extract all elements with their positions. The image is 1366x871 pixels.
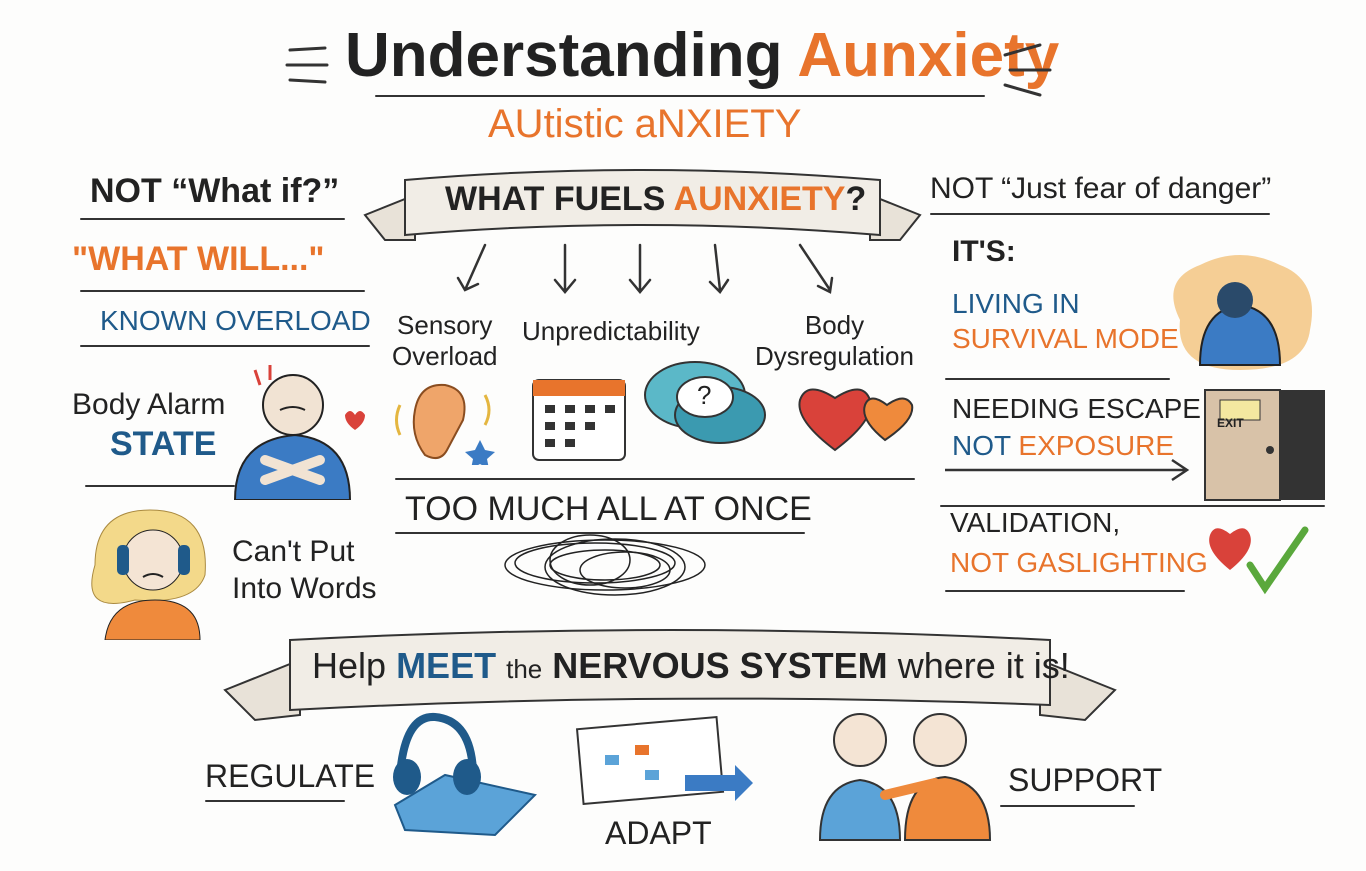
support-label: SUPPORT <box>1008 762 1163 798</box>
what-will-text: "WHAT WILL..." <box>72 240 325 278</box>
fuel-label: Overload <box>392 341 498 371</box>
needing-escape-text: NEEDING ESCAPE <box>952 393 1201 424</box>
calendar-icon <box>532 379 626 461</box>
emphasis-marks-right-icon <box>1003 43 1052 97</box>
meet-nervous-system-title: Help MEET the NERVOUS SYSTEM where it is… <box>312 645 1070 687</box>
fuel-body-dysregulation: Body Dysregulation <box>755 310 914 372</box>
not-gaslighting-text: NOT GASLIGHTING <box>950 547 1208 578</box>
banner-meet: MEET <box>396 645 497 686</box>
divider <box>945 590 1185 592</box>
meet-nervous-system-banner <box>223 629 1117 722</box>
fuel-label: Sensory <box>397 310 493 340</box>
cant-put-text: Can't Put <box>232 535 355 568</box>
fuel-unpredictability: Unpredictability <box>522 316 700 346</box>
calendar-arrow-icon <box>575 715 753 805</box>
into-words-text: Into Words <box>232 572 377 605</box>
too-much-text: TOO MUCH ALL AT ONCE <box>405 490 812 528</box>
title: Understanding Aunxiety <box>345 20 1059 91</box>
divider <box>940 505 1325 507</box>
headphones-blanket-icon <box>393 712 537 837</box>
not-exposure-text: NOT EXPOSURE <box>952 430 1174 462</box>
banner-help: Help <box>312 645 387 686</box>
divider <box>85 485 235 487</box>
divider <box>945 378 1170 380</box>
divider <box>395 478 915 480</box>
person-huddled-icon <box>1173 255 1312 370</box>
title-underline <box>375 95 985 97</box>
what-fuels-q: ? <box>845 180 867 218</box>
heart-checkmark-icon <box>1209 526 1309 595</box>
scribble-tangle-icon <box>504 534 706 596</box>
person-body-alarm-icon <box>233 365 365 500</box>
not-what-if-text: NOT “What if?” <box>90 172 340 210</box>
body-alarm-text: Body Alarm <box>72 388 226 421</box>
fuel-label: Body <box>804 310 865 340</box>
known-overload-text: KNOWN OVERLOAD <box>100 305 371 336</box>
its-text: IT'S: <box>952 235 1016 268</box>
arrow-right-icon <box>945 458 1190 482</box>
title-part1: Understanding <box>345 21 783 90</box>
what-fuels-title: WHAT FUELS AUNXIETY? <box>445 180 866 219</box>
banner-nervous-system: NERVOUS SYSTEM <box>552 645 888 686</box>
exit-sign-text: EXIT <box>1217 416 1244 430</box>
question-mark: ? <box>697 380 712 410</box>
regulate-label: REGULATE <box>205 758 376 794</box>
state-text: STATE <box>110 425 217 463</box>
divider <box>930 213 1270 215</box>
survival-mode-text: SURVIVAL MODE <box>952 323 1179 354</box>
what-fuels-part1: WHAT FUELS <box>445 180 666 218</box>
living-in-text: LIVING IN <box>952 288 1080 319</box>
fuel-sensory: Sensory Overload <box>392 310 498 372</box>
divider <box>80 345 370 347</box>
child-headphones-icon <box>91 509 206 640</box>
exit-door-icon <box>1204 389 1325 501</box>
hearts-icon <box>798 388 914 452</box>
what-fuels-part2: AUNXIETY <box>673 180 846 218</box>
fuel-label: Dysregulation <box>755 341 914 371</box>
arrows-down-icon <box>456 243 834 294</box>
subtitle: AUtistic aNXIETY <box>488 102 802 146</box>
title-part2: Aunxiety <box>797 21 1060 90</box>
not-word: NOT <box>952 430 1011 461</box>
validation-text: VALIDATION, <box>950 507 1121 538</box>
emphasis-marks-left-icon <box>285 46 329 84</box>
adapt-label: ADAPT <box>605 815 712 851</box>
two-people-support-icon <box>818 713 992 841</box>
banner-the: the <box>506 654 543 684</box>
banner-rest: where it is! <box>897 645 1070 686</box>
divider <box>80 290 365 292</box>
speech-bubbles-icon <box>644 361 766 444</box>
divider <box>80 218 345 220</box>
not-fear-text: NOT “Just fear of danger” <box>930 172 1272 205</box>
divider <box>395 532 805 534</box>
divider <box>205 800 345 802</box>
what-fuels-banner <box>363 169 922 241</box>
exposure-word: EXPOSURE <box>1018 430 1174 461</box>
divider <box>1000 805 1135 807</box>
ear-icon <box>395 383 495 465</box>
